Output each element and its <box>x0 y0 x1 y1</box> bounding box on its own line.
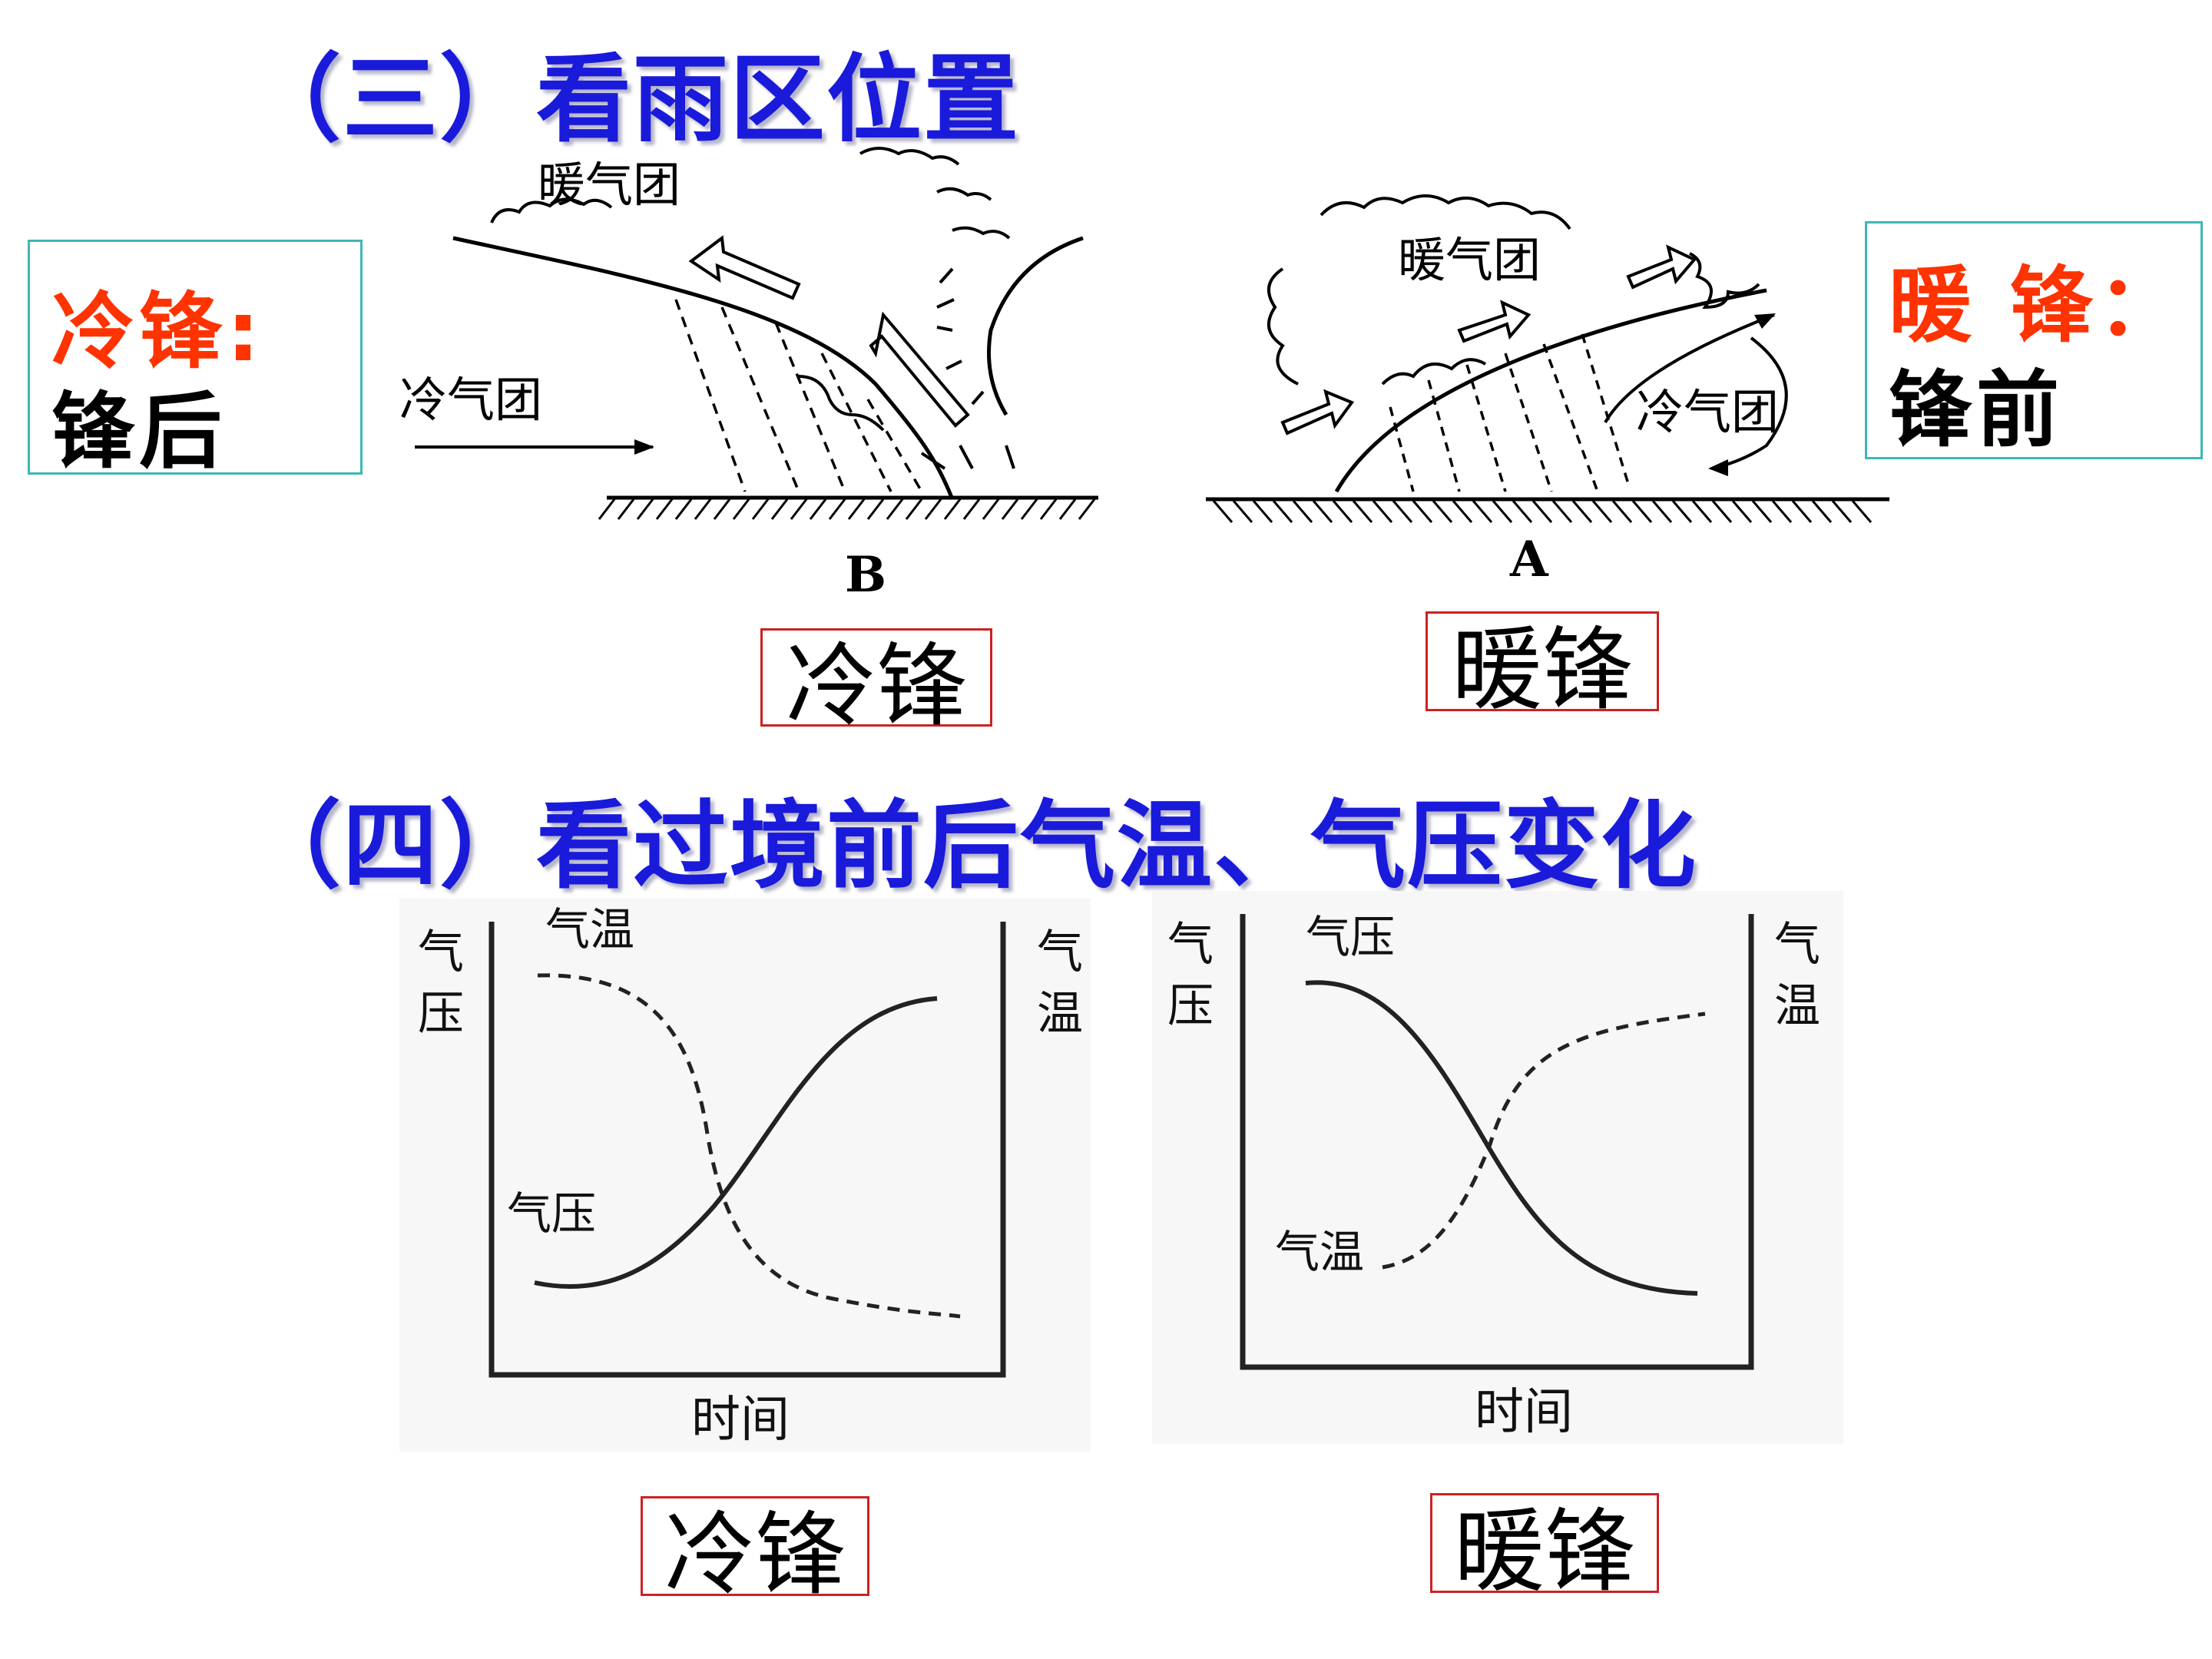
cold-air-label: 冷气团 <box>1636 384 1779 440</box>
x-axis-label: 时间 <box>691 1392 790 1449</box>
pressure-curve <box>534 996 938 1290</box>
temperature-label: 气温 <box>1275 1226 1364 1278</box>
y-right-label-char: 气 <box>1037 926 1083 979</box>
cold-air-arrow <box>1712 336 1788 470</box>
cloud-outline <box>1267 267 1299 386</box>
section3-title: （三）看雨区位置 <box>246 45 1021 155</box>
y-left-label-char: 压 <box>1167 979 1214 1033</box>
temperature-curve <box>537 973 961 1319</box>
arrow-head-icon <box>1754 313 1776 329</box>
chart-background <box>399 899 1091 1452</box>
warm-air-rising-arrow <box>688 235 801 300</box>
temperature-label: 气温 <box>545 903 634 955</box>
temperature-curve <box>1382 1012 1706 1270</box>
cold-front-note: 冷锋: 锋后 <box>28 240 363 480</box>
warm-front-chart-caption: 暖锋 <box>1430 1493 1659 1604</box>
cold-front-chart-caption: 冷锋 <box>641 1496 869 1608</box>
cloud-outline <box>798 375 885 432</box>
cold-front-chart: 气 压 气 温 时间 气温 气压 <box>399 899 1091 1452</box>
cold-frontal-surface <box>452 236 955 500</box>
cloud-edge-marks <box>936 267 985 406</box>
pressure-curve <box>1305 980 1698 1296</box>
cold-front-note-rain: 锋后 <box>51 384 227 480</box>
y-left-label-char: 气 <box>418 926 464 979</box>
warm-front-note-title: 暖 锋： <box>1889 258 2185 354</box>
warm-front-chart: 气 压 气 温 时间 气压 气温 <box>1152 891 1843 1444</box>
cold-air-arrow <box>1604 313 1775 423</box>
cold-air-label: 冷气团 <box>399 372 542 428</box>
warm-frontal-surface <box>1334 288 1767 493</box>
point-label: B <box>845 546 886 604</box>
y-right-label-char: 温 <box>1037 987 1083 1041</box>
cloud-edge-marks <box>920 445 1015 470</box>
cloud-outline <box>490 197 613 224</box>
pressure-label: 气压 <box>507 1187 596 1240</box>
warm-front-diagram: 暖气团 冷气团 A <box>1206 194 1889 588</box>
section4-title: （四）看过境前后气温、气压变化 <box>246 791 1698 902</box>
y-right-label-char: 气 <box>1774 918 1820 972</box>
y-left-label-char: 气 <box>1167 918 1214 972</box>
y-left-label-char: 压 <box>418 987 464 1041</box>
arrow-head-icon <box>634 439 654 455</box>
cloud-outline <box>936 187 992 201</box>
warm-air-rising-arrow <box>869 311 970 428</box>
cold-front-caption: 冷锋 <box>760 628 992 739</box>
cloud-outline <box>952 226 1011 240</box>
cloud-outline <box>1381 358 1487 386</box>
x-axis-label: 时间 <box>1475 1384 1573 1441</box>
chart-background <box>1152 891 1843 1444</box>
pressure-label: 气压 <box>1306 911 1395 963</box>
point-label: A <box>1509 531 1549 588</box>
chart-frame <box>488 922 1006 1378</box>
warm-front-note-rain: 锋前 <box>1889 363 2065 459</box>
arrow-head-icon <box>1708 459 1728 476</box>
ground-hatching <box>1212 500 1873 523</box>
warm-front-caption: 暖锋 <box>1426 611 1659 723</box>
warm-air-label: 暖气团 <box>1398 232 1541 288</box>
cloud-outline <box>859 147 960 166</box>
rain-area <box>1389 333 1630 492</box>
chart-frame <box>1240 914 1754 1370</box>
cloud-outline <box>1320 194 1571 230</box>
cumulonimbus-outline <box>987 236 1084 416</box>
warm-air-rising-arrow <box>1280 244 1697 435</box>
y-right-label-char: 温 <box>1774 979 1820 1033</box>
cold-front-note-title: 冷锋: <box>51 284 265 380</box>
warm-air-label: 暖气团 <box>538 157 680 213</box>
ground-hatching <box>598 498 1096 520</box>
warm-front-note: 暖 锋： 锋前 <box>1865 221 2203 459</box>
cold-front-diagram: 暖气团 冷气团 B <box>399 147 1098 604</box>
rain-area <box>674 299 923 492</box>
cloud-outline <box>1689 252 1760 310</box>
